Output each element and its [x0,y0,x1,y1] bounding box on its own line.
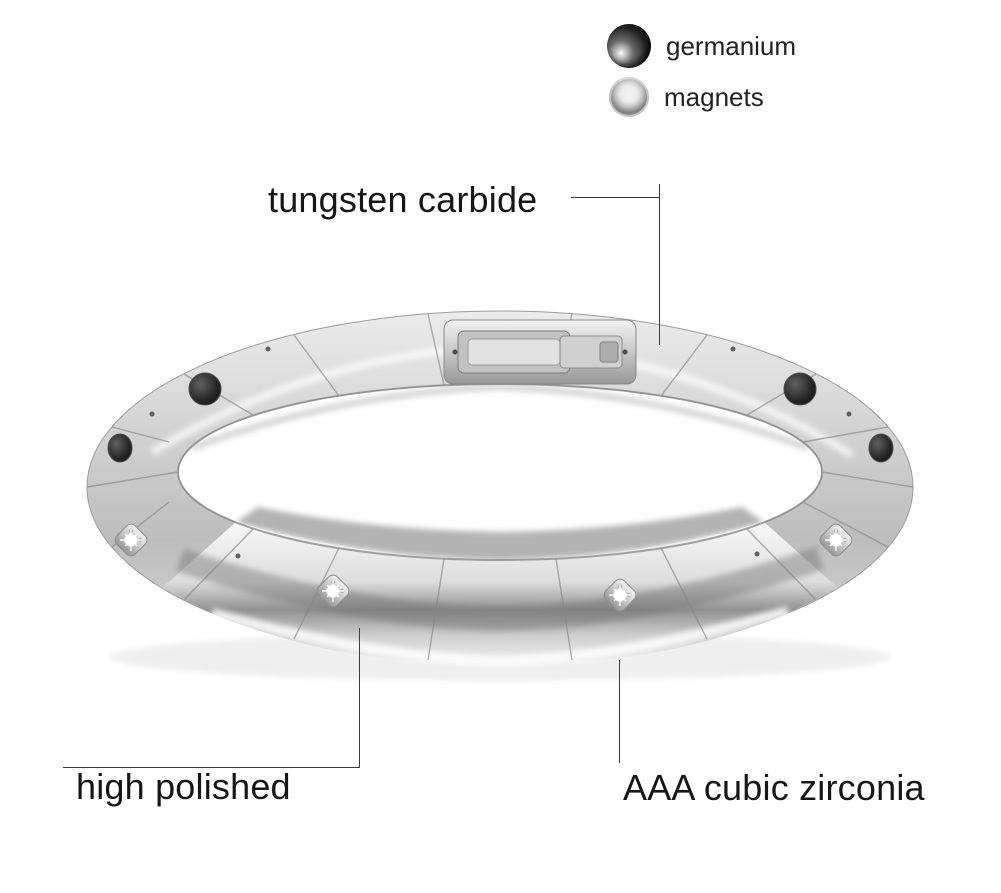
front-reflection-streak [176,546,824,632]
tungsten-carbide-leader-horizontal [571,197,659,198]
germanium-label: germanium [666,30,797,61]
cubic-zirconia-label: AAA cubic zirconia [623,767,925,808]
magnets-sphere-icon [609,77,649,117]
band-inner-wall [236,507,764,560]
high-polished-leader-vertical [359,628,360,768]
magnet-dot [868,433,894,463]
magnets-label: magnets [664,81,764,112]
tungsten-carbide-label: tungsten carbide [268,179,538,220]
front-bottom-highlight [210,606,790,667]
rivet-pins [149,346,852,559]
legend-item-magnets: magnets [607,77,796,117]
clasp [443,319,637,385]
magnet-dots [107,372,894,463]
high-polished-label: high polished [76,766,291,807]
cubic-zirconia-leader-vertical [619,660,620,763]
legend-item-germanium: germanium [607,24,796,68]
materials-legend: germanium magnets [607,24,796,126]
front-links-gloss [162,522,838,664]
high-polished-leader-horizontal [63,767,360,768]
inner-top-shadow [190,383,810,451]
magnet-dot [107,433,133,463]
tungsten-carbide-leader-vertical [659,184,660,345]
magnet-dot [188,372,222,406]
germanium-sphere-icon [607,24,651,68]
magnet-dot [783,372,817,406]
